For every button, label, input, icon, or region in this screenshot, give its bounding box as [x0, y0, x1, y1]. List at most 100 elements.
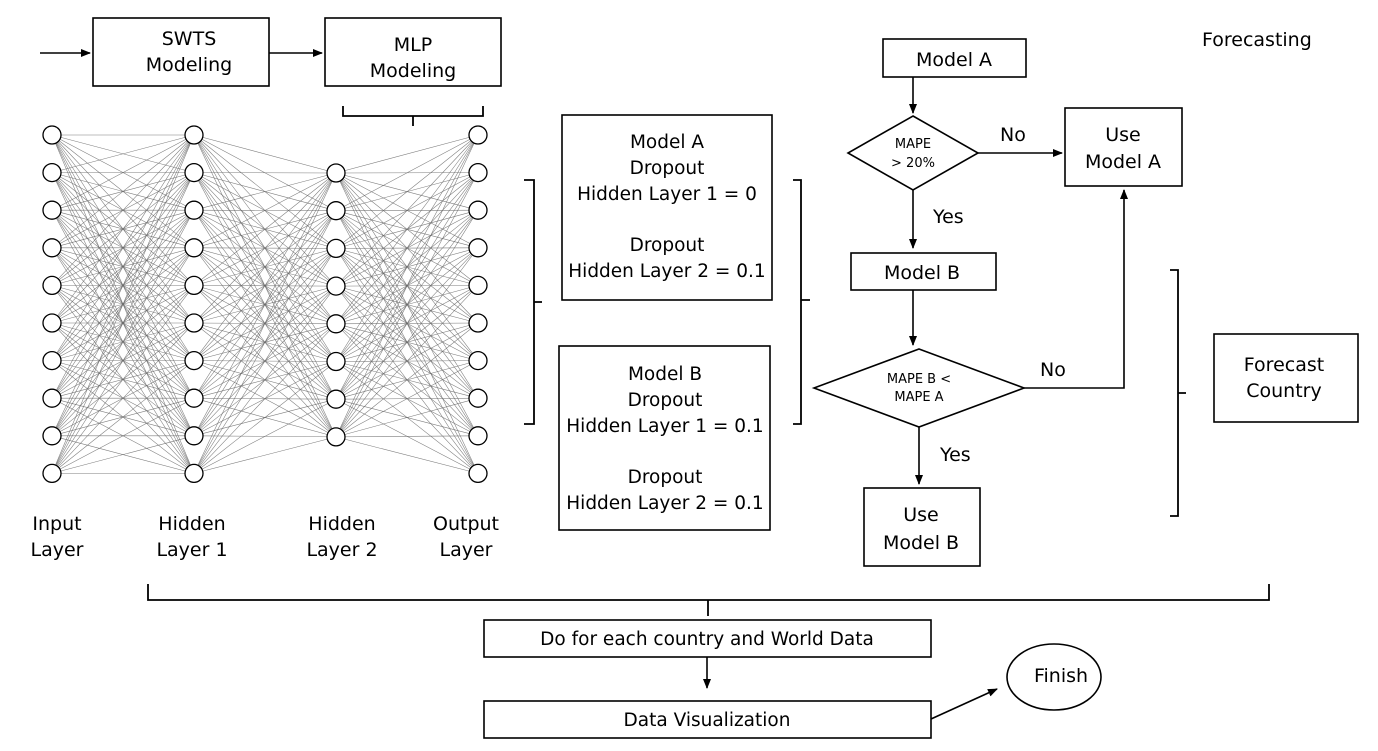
nn-connection	[335, 322, 479, 438]
nn-connection	[193, 134, 337, 174]
nn-connection	[193, 172, 337, 361]
nn-connection	[193, 398, 337, 474]
model-b-step-label: Model B	[884, 262, 960, 284]
use-model-b-box	[863, 487, 981, 567]
models-left-brace	[524, 179, 542, 425]
nn-connection	[193, 172, 337, 286]
neuron-layer-2	[184, 426, 204, 446]
model-a-box-line3: Hidden Layer 1 = 0	[577, 184, 757, 205]
model-a-box-line6: Hidden Layer 2 = 0.1	[568, 261, 765, 282]
output-layer-label-line1: Output	[433, 513, 499, 535]
nn-connection	[335, 134, 479, 324]
neuron-layer-2	[184, 125, 204, 145]
no-label-1: No	[1000, 124, 1026, 146]
nn-connection	[193, 248, 337, 474]
nn-connection	[193, 361, 337, 474]
nn-connection	[193, 210, 337, 474]
forecast-country-line1: Forecast	[1244, 354, 1324, 376]
neuron-layer-2	[184, 313, 204, 333]
nn-connection	[51, 397, 195, 474]
model-a-start-box	[882, 38, 1027, 78]
forecast-brace	[1170, 269, 1186, 517]
nn-connection	[51, 285, 195, 474]
nn-connection	[335, 134, 479, 174]
neuron-layer-1	[42, 350, 62, 371]
model-b-step-box	[850, 252, 997, 291]
use-model-b-line1: Use	[903, 504, 939, 526]
yes-label-1: Yes	[932, 206, 964, 228]
mlp-label-line2: Modeling	[370, 60, 456, 82]
nn-connection	[335, 436, 479, 474]
mape-threshold-line1: MAPE	[895, 137, 931, 152]
nn-connection	[51, 210, 195, 474]
finish-terminal	[1006, 643, 1102, 711]
use-model-b-line2: Model B	[883, 532, 959, 554]
swts-modeling-box	[92, 17, 270, 87]
neuron-layer-2	[184, 463, 204, 484]
forecast-country-box	[1213, 333, 1359, 423]
nn-connection	[193, 436, 337, 474]
hidden-layer-2-label-line2: Layer 2	[306, 539, 377, 561]
nn-connection	[51, 134, 195, 324]
swts-label-line2: Modeling	[146, 54, 232, 76]
use-model-a-line1: Use	[1105, 124, 1141, 146]
nn-connection	[51, 134, 195, 173]
mape-compare-line2: MAPE A	[894, 390, 943, 405]
neuron-layer-4	[468, 275, 488, 296]
hidden-layer-1-label-line2: Layer 1	[156, 539, 227, 561]
neuron-layer-3	[326, 238, 346, 259]
nn-connection	[193, 172, 337, 324]
nn-connection	[51, 247, 195, 474]
neuron-layer-4	[468, 463, 488, 484]
use-model-a-line2: Model A	[1085, 151, 1161, 173]
output-layer-label-line2: Layer	[440, 539, 493, 561]
model-a-box-line1: Model A	[630, 132, 704, 153]
arrow-compare-no	[1024, 189, 1128, 389]
input-layer-label-line1: Input	[32, 513, 81, 535]
mlp-label-line1: MLP	[394, 34, 432, 56]
neuron-layer-4	[468, 388, 488, 408]
nn-connection	[51, 435, 195, 474]
nn-connection	[335, 134, 479, 438]
nn-connection	[335, 172, 479, 438]
hidden-layer-1-label-line1: Hidden	[158, 513, 225, 535]
use-model-a-box	[1064, 107, 1183, 187]
forecasting-label: Forecasting	[1202, 29, 1312, 51]
neuron-layer-3	[326, 427, 346, 447]
neuron-layer-2	[184, 238, 204, 258]
neuron-layer-2	[184, 388, 204, 408]
mape-compare-line1: MAPE B <	[887, 372, 951, 387]
nn-connection	[335, 397, 479, 438]
data-visualization-box	[483, 700, 932, 739]
neuron-layer-2	[184, 200, 204, 220]
model-b-box-line3: Hidden Layer 1 = 0.1	[566, 416, 763, 437]
neuron-layer-4	[468, 313, 488, 333]
neuron-layer-2	[184, 275, 204, 296]
nn-connection	[193, 172, 337, 211]
neuron-layer-1	[42, 463, 62, 484]
no-label-2: No	[1040, 359, 1066, 381]
forecast-country-line2: Country	[1246, 380, 1321, 402]
neuron-layer-4	[468, 238, 488, 258]
data-visualization-label: Data Visualization	[624, 710, 791, 731]
nn-connections	[51, 134, 479, 474]
finish-label: Finish	[1034, 665, 1088, 687]
nn-connection	[335, 285, 479, 438]
mape-compare-diamond	[811, 348, 1027, 428]
neuron-layer-1	[42, 388, 62, 408]
neuron-layer-3	[326, 389, 346, 409]
neuron-layer-4	[468, 200, 488, 220]
nn-connection	[51, 134, 195, 399]
neuron-layer-4	[468, 125, 488, 145]
nn-connection	[335, 134, 479, 211]
nn-connection	[51, 172, 195, 474]
bottom-brace	[147, 584, 1270, 616]
nn-connection	[51, 134, 195, 436]
model-b-box-line5: Dropout	[628, 467, 703, 488]
nn-connection	[51, 360, 195, 474]
neuron-layer-3	[326, 276, 346, 296]
nn-connection	[335, 134, 479, 362]
model-b-box-line2: Dropout	[628, 390, 703, 411]
swts-label-line1: SWTS	[162, 28, 217, 50]
